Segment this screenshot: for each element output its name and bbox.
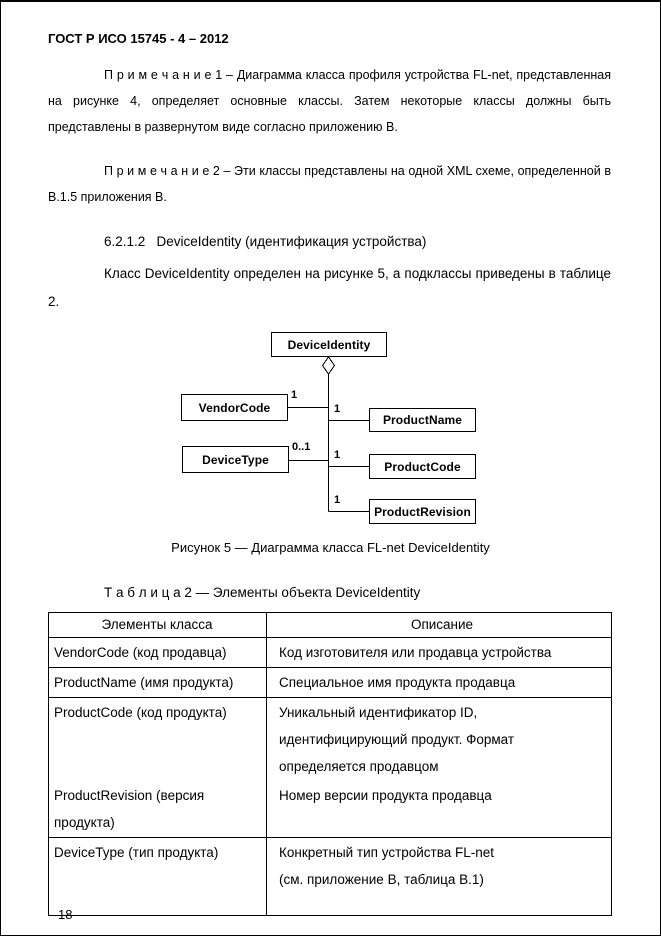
class-diagram-connectors (288, 356, 369, 512)
class-box-productrevision: ProductRevision (369, 499, 476, 524)
table-cell-desc: Код изготовителя или продавца устройства (279, 645, 552, 660)
table-row: ProductName (имя продукта) Специальное и… (49, 668, 611, 698)
running-header: ГОСТ Р ИСО 15745 - 4 – 2012 (48, 31, 229, 46)
table-cell-term: ProductRevision (версия продукта) (49, 781, 267, 837)
table-cell-desc: Специальное имя продукта продавца (279, 675, 516, 690)
table-cell-term: ProductCode (код продукта) (49, 698, 267, 781)
class-box-deviceidentity: DeviceIdentity (271, 332, 387, 357)
table-header-class-elements: Элементы класса (49, 613, 267, 637)
multiplicity-productname: 1 (334, 403, 341, 415)
page-number: 18 (58, 907, 73, 922)
table-2-deviceidentity-elements: Элементы класса Описание VendorCode (код… (48, 612, 612, 916)
table-row: ProductRevision (версия продукта) Номер … (49, 781, 611, 838)
table-cell-term: ProductName (имя продукта) (49, 668, 267, 697)
class-box-vendorcode: VendorCode (181, 394, 288, 421)
multiplicity-devicetype: 0..1 (292, 441, 311, 453)
table-header-description: Описание (410, 617, 474, 632)
table-cell-term: VendorCode (код продавца) (49, 638, 267, 667)
section-heading-6-2-1-2: 6.2.1.2 DeviceIdentity (идентификация ус… (104, 234, 427, 249)
table-cell-desc: Конкретный тип устройства FL-net (см. пр… (279, 845, 495, 887)
figure-5-caption: Рисунок 5 — Диаграмма класса FL-net Devi… (171, 540, 490, 555)
figure-5-class-diagram: DeviceIdentity VendorCode DeviceType Pro… (1, 332, 660, 530)
multiplicity-productcode: 1 (334, 449, 341, 461)
multiplicity-vendorcode: 1 (291, 389, 298, 401)
table-row: DeviceType (тип продукта) Конкретный тип… (49, 838, 611, 915)
class-box-devicetype: DeviceType (182, 446, 289, 473)
table-row: ProductCode (код продукта) Уникальный ид… (49, 698, 611, 781)
table-cell-term: DeviceType (тип продукта) (49, 838, 267, 915)
aggregation-diamond-icon (321, 356, 336, 375)
table-cell-desc: Номер версии продукта продавца (279, 788, 492, 803)
class-box-productcode: ProductCode (369, 454, 476, 479)
table-row: VendorCode (код продавца) Код изготовите… (49, 638, 611, 668)
section-paragraph-6-2-1-2: Класс DeviceIdentity определен на рисунк… (48, 266, 611, 309)
class-box-productname: ProductName (369, 408, 476, 432)
multiplicity-productrevision: 1 (334, 494, 341, 506)
note-2: П р и м е ч а н и е 2 – Эти классы предс… (48, 164, 611, 204)
table-2-title: Т а б л и ц а 2 — Элементы объекта Devic… (104, 585, 421, 600)
table-cell-desc: Уникальный идентификатор ID, идентифицир… (279, 705, 515, 774)
note-1: П р и м е ч а н и е 1 – Диаграмма класса… (48, 68, 611, 134)
table-header-row: Элементы класса Описание (49, 613, 611, 638)
